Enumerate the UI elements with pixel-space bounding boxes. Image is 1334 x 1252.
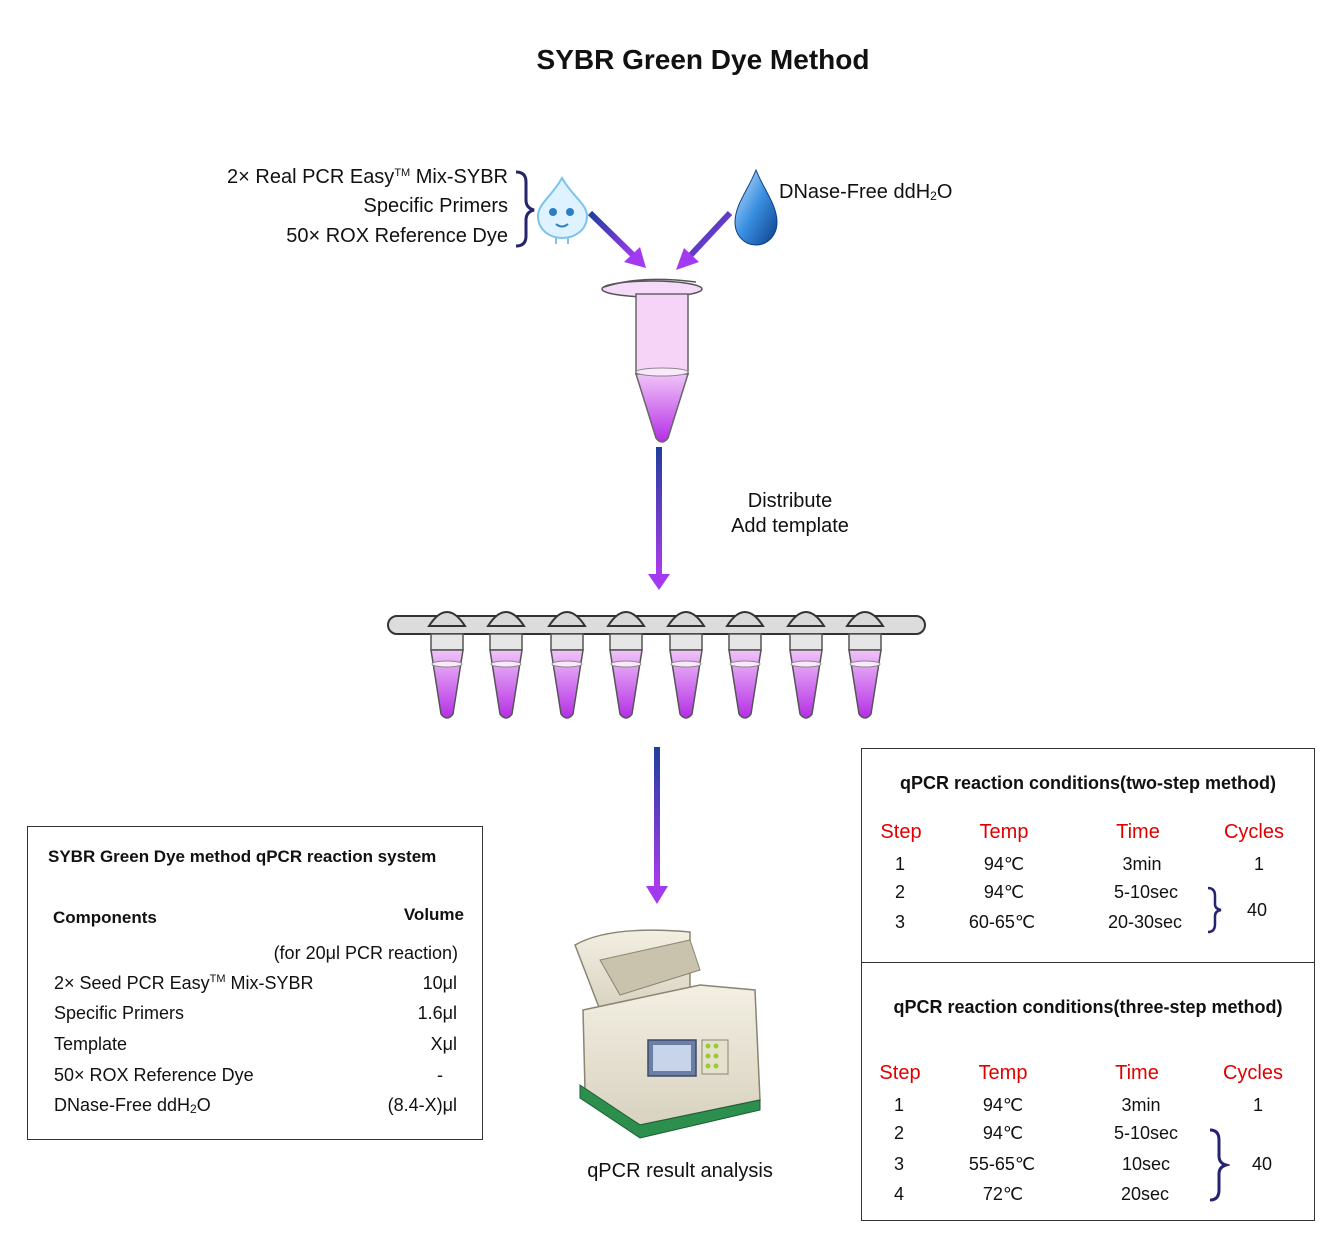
pcr-tube-icon	[601, 278, 703, 443]
strip-tube-icon	[845, 611, 885, 719]
distribute-label: Distribute	[747, 490, 833, 512]
table-cell: 3	[894, 912, 905, 932]
table-cell: 20sec	[1120, 1184, 1170, 1204]
add-template-label: Add template	[731, 515, 849, 537]
three-step-header-cycles: Cycles	[1222, 1062, 1283, 1084]
table-cell: 94℃	[983, 882, 1025, 902]
three-step-header-step: Step	[879, 1062, 921, 1084]
three-step-title: qPCR reaction conditions(three-step meth…	[893, 997, 1283, 1017]
three-step-header-temp: Temp	[978, 1062, 1028, 1084]
two-step-cycles-count: 40	[1247, 900, 1268, 920]
volume-header: Volume	[403, 905, 464, 924]
qpcr-machine-icon	[574, 929, 761, 1139]
conditions-divider	[862, 962, 1314, 963]
table-cell: 5-10sec	[1113, 1123, 1179, 1143]
table-cell: 1	[893, 1095, 904, 1115]
table-cell: 55-65℃	[968, 1154, 1036, 1174]
component-row: Specific Primers	[54, 1003, 185, 1023]
table-cell: 1	[1253, 854, 1264, 874]
table-cell: 1	[1252, 1095, 1263, 1115]
table-cell: 2	[893, 1123, 904, 1143]
volume-cell: -	[437, 1065, 443, 1085]
table-cell: 2	[894, 882, 905, 902]
table-cell: 10sec	[1121, 1154, 1171, 1174]
reagent-primers-label: Specific Primers	[363, 195, 508, 217]
volume-cell: 1.6μl	[417, 1003, 457, 1023]
strip-tube-icon	[666, 611, 706, 719]
droplet-mascot-icon	[536, 175, 589, 244]
strip-tube-icon	[486, 611, 526, 719]
volume-cell: (8.4-X)μl	[387, 1095, 457, 1115]
component-row: 50× ROX Reference Dye	[54, 1065, 254, 1085]
water-drop-icon	[734, 168, 778, 246]
water-label: DNase-Free ddH2O	[779, 181, 953, 203]
table-cell: 20-30sec	[1107, 912, 1183, 932]
table-cell: 5-10sec	[1113, 882, 1179, 902]
strip-tube-icon	[786, 611, 826, 719]
reaction-system-title: SYBR Green Dye method qPCR reaction syst…	[48, 847, 437, 866]
volume-cell: 10μl	[422, 973, 457, 993]
two-step-cycle-brace	[1207, 886, 1222, 934]
strip-tube-icon	[427, 611, 467, 719]
three-step-cycles-count: 40	[1252, 1154, 1273, 1174]
table-cell: 94℃	[982, 1123, 1024, 1143]
left-arrow-icon	[587, 210, 646, 268]
strip-tube-icon	[725, 611, 765, 719]
page-title: SYBR Green Dye Method	[536, 44, 870, 75]
right-arrow-icon	[676, 210, 733, 270]
analysis-arrow-icon	[646, 747, 668, 904]
three-step-header-time: Time	[1115, 1062, 1159, 1084]
three-step-cycle-brace	[1209, 1128, 1230, 1202]
reagent-mix-label: 2× Real PCR EasyTM Mix-SYBR	[227, 166, 508, 188]
table-cell: 3min	[1121, 1095, 1161, 1115]
distribute-arrow-icon	[648, 447, 670, 590]
table-cell: 3	[893, 1154, 904, 1174]
reagent-brace	[515, 170, 535, 248]
result-analysis-label: qPCR result analysis	[587, 1160, 773, 1182]
volume-note: (for 20μl PCR reaction)	[273, 943, 458, 963]
component-row: DNase-Free ddH2O	[54, 1095, 211, 1116]
two-step-header-time: Time	[1116, 821, 1160, 843]
volume-cell: Xμl	[430, 1034, 457, 1054]
table-cell: 1	[894, 854, 905, 874]
reaction-conditions-box: qPCR reaction conditions(two-step method…	[861, 748, 1315, 1221]
components-header: Components	[53, 908, 157, 927]
table-cell: 94℃	[982, 1095, 1024, 1115]
two-step-header-temp: Temp	[979, 821, 1029, 843]
two-step-title: qPCR reaction conditions(two-step method…	[900, 773, 1276, 793]
two-step-header-cycles: Cycles	[1223, 821, 1284, 843]
two-step-header-step: Step	[880, 821, 922, 843]
strip-tube-icon	[547, 611, 587, 719]
reaction-system-box: SYBR Green Dye method qPCR reaction syst…	[27, 826, 483, 1140]
eight-tube-strip-icon	[387, 611, 926, 719]
reagent-rox-label: 50× ROX Reference Dye	[286, 225, 508, 247]
table-cell: 4	[893, 1184, 904, 1204]
component-row: 2× Seed PCR EasyTM Mix-SYBR	[54, 973, 314, 993]
table-cell: 60-65℃	[968, 912, 1036, 932]
component-row: Template	[54, 1034, 128, 1054]
table-cell: 94℃	[983, 854, 1025, 874]
table-cell: 72℃	[982, 1184, 1024, 1204]
strip-tube-icon	[606, 611, 646, 719]
table-cell: 3min	[1122, 854, 1162, 874]
